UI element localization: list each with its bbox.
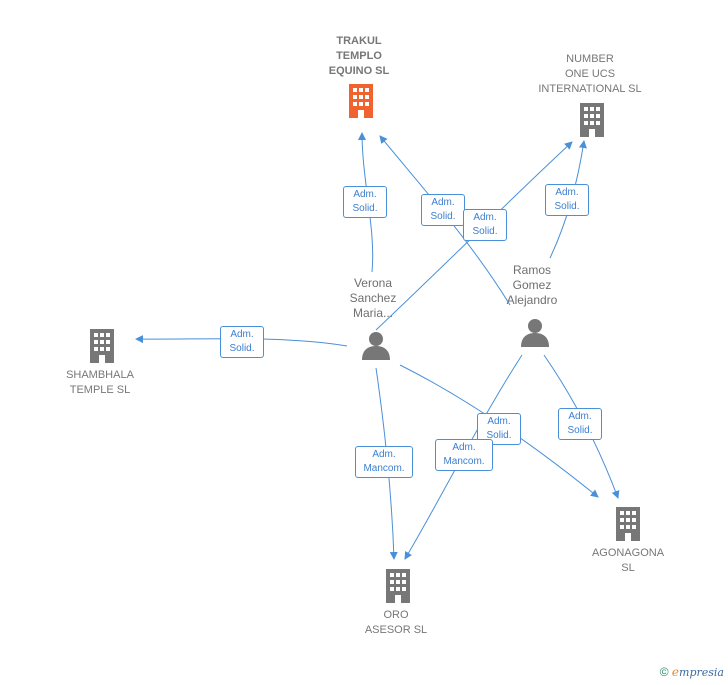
copyright-symbol: © [659, 665, 669, 679]
building-icon [349, 84, 373, 118]
building-icon [386, 569, 410, 603]
copyright-notice: © empresia [660, 665, 724, 679]
company-label-shambhala[interactable]: SHAMBHALA TEMPLE SL [66, 369, 134, 396]
building-icon [616, 507, 640, 541]
edge-label-ramos-trakul: Adm. Solid. [421, 194, 465, 226]
person-label-ramos[interactable]: Ramos Gomez Alejandro [506, 263, 558, 307]
company-label-number-one[interactable]: NUMBER ONE UCS INTERNATIONAL SL [538, 53, 642, 95]
person-icon [362, 332, 390, 360]
brand-logo-name: mpresia [679, 666, 724, 679]
building-icon [580, 103, 604, 137]
company-label-oro[interactable]: ORO ASESOR SL [364, 609, 428, 636]
edge-label-verona-shambhala: Adm. Solid. [220, 326, 264, 358]
edge-label-verona-oro: Adm. Mancom. [355, 446, 413, 478]
edge-label-ramos-numberone: Adm. Solid. [545, 184, 589, 216]
brand-logo-initial: e [671, 665, 680, 679]
building-icon [90, 329, 114, 363]
edge-label-ramos-oro: Adm. Mancom. [435, 439, 493, 471]
company-label-agonagona[interactable]: AGONAGONA SL [591, 547, 665, 574]
company-label-trakul[interactable]: TRAKUL TEMPLO EQUINO SL [328, 35, 390, 77]
edge-label-verona-trakul: Adm. Solid. [343, 186, 387, 218]
edge-label-verona-numberone: Adm. Solid. [463, 209, 507, 241]
edge-label-ramos-agonagona: Adm. Solid. [558, 408, 602, 440]
person-icon [521, 319, 549, 347]
person-label-verona[interactable]: Verona Sanchez Maria... [349, 276, 397, 320]
